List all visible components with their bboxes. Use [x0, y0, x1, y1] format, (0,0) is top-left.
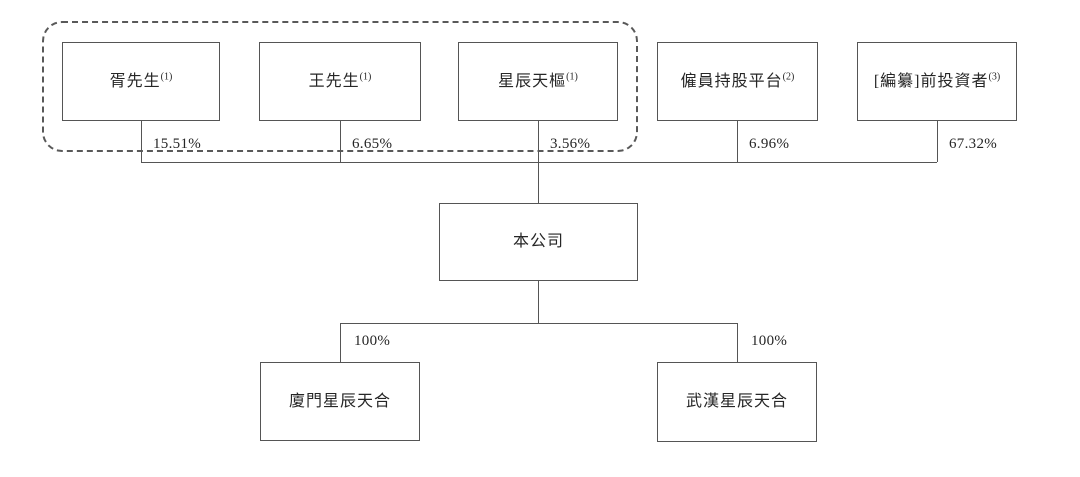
shareholder-box-xingchen-tianshu: 星辰天樞(1) [458, 42, 618, 121]
company-label: 本公司 [512, 233, 564, 251]
shareholder-box-xu: 胥先生(1) [62, 42, 220, 121]
footnote-marker: (2) [782, 71, 795, 83]
connector-split-horizontal [340, 323, 737, 324]
connector-shareholder-2 [340, 121, 341, 162]
shareholder-box-pre-investors: [編纂]前投資者(3) [857, 42, 1017, 121]
subsidiary-label: 廈門星辰天合 [288, 392, 391, 410]
connector-subsidiary-1 [340, 323, 341, 362]
company-box: 本公司 [439, 203, 638, 281]
percent-label: 6.65% [352, 136, 393, 152]
percent-label: 67.32% [949, 136, 998, 152]
percent-label: 6.96% [749, 136, 790, 152]
connector-main-horizontal [141, 162, 937, 163]
shareholder-label: 僱員持股平台(2) [680, 71, 795, 90]
shareholder-label: 王先生(1) [308, 71, 372, 90]
percent-label: 3.56% [550, 136, 591, 152]
percent-label: 15.51% [153, 136, 202, 152]
footnote-marker: (3) [988, 71, 1001, 83]
shareholder-label: 胥先生(1) [109, 71, 173, 90]
subsidiary-box-xiamen: 廈門星辰天合 [260, 362, 420, 441]
connector-subsidiary-2 [737, 323, 738, 362]
percent-label: 100% [751, 333, 788, 349]
shareholder-label: 星辰天樞(1) [498, 71, 578, 90]
percent-label: 100% [354, 333, 391, 349]
connector-shareholder-1 [141, 121, 142, 162]
subsidiary-box-wuhan: 武漢星辰天合 [657, 362, 817, 442]
connector-shareholder-5 [937, 121, 938, 162]
shareholder-box-wang: 王先生(1) [259, 42, 421, 121]
connector-shareholder-4 [737, 121, 738, 162]
footnote-marker: (1) [566, 71, 578, 83]
shareholder-label: [編纂]前投資者(3) [873, 71, 1001, 90]
footnote-marker: (1) [359, 71, 372, 83]
shareholder-box-employee-platform: 僱員持股平台(2) [657, 42, 818, 121]
connector-company-down [538, 281, 539, 323]
subsidiary-label: 武漢星辰天合 [685, 393, 788, 411]
footnote-marker: (1) [160, 71, 173, 83]
